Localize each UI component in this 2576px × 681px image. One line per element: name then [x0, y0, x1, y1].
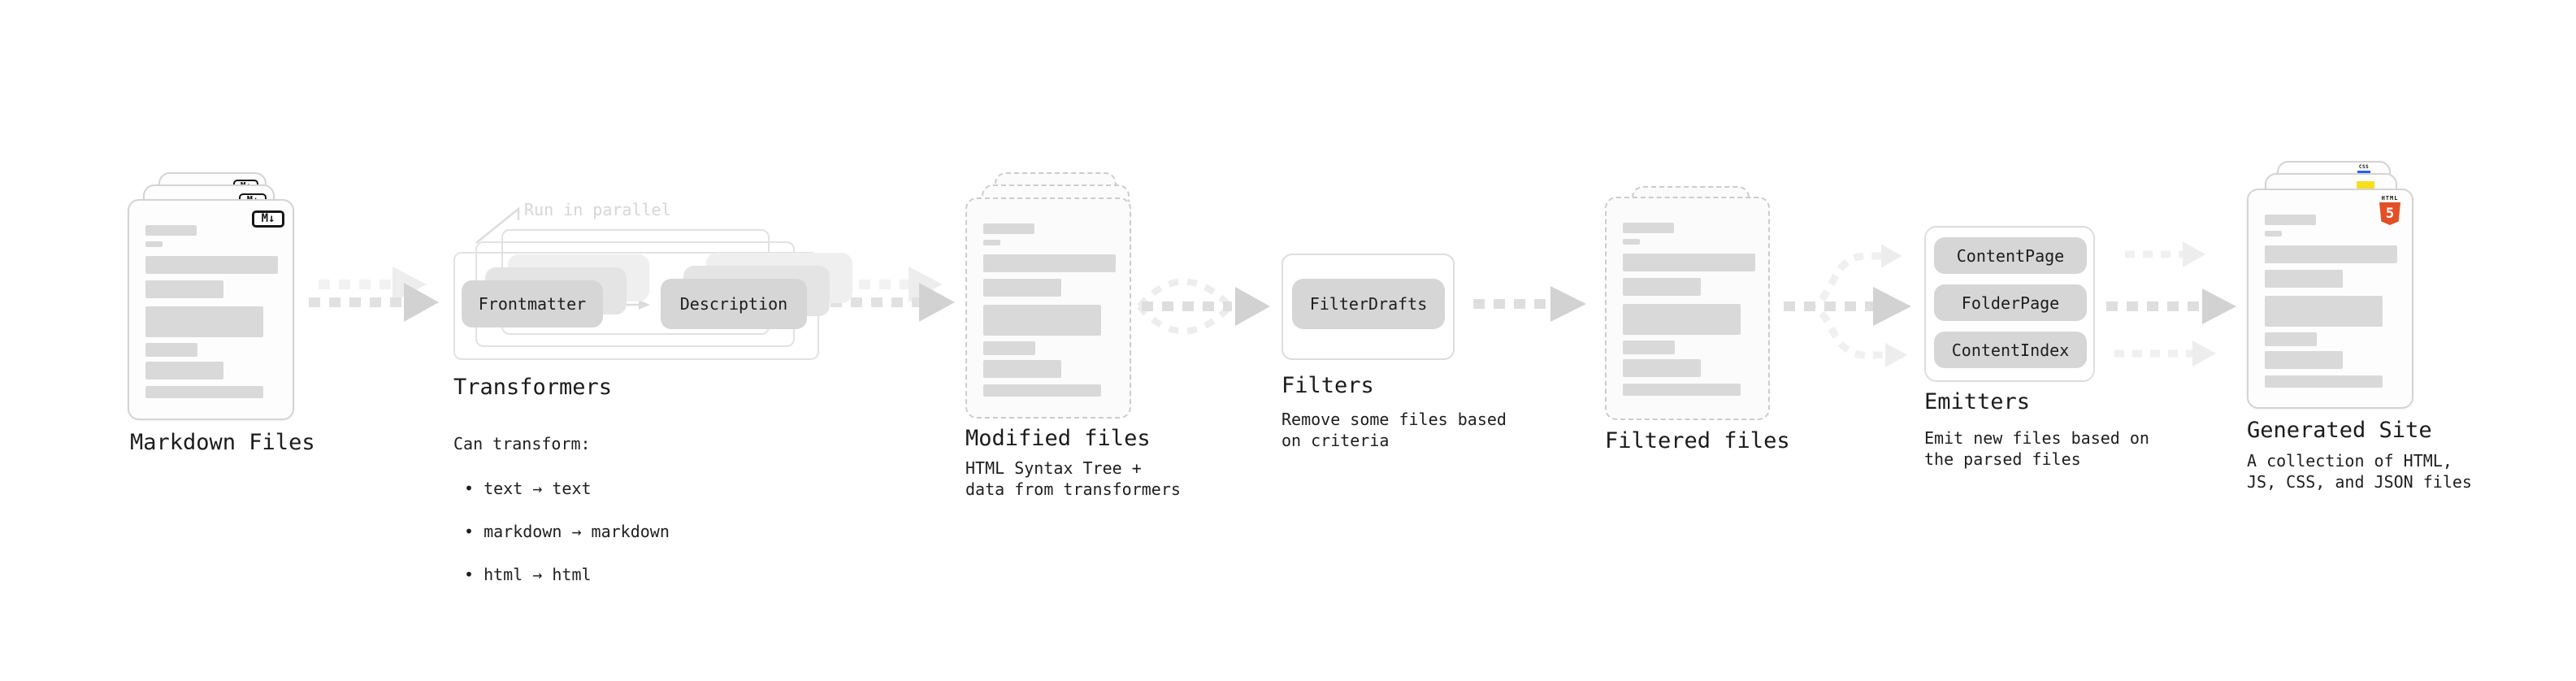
folderpage-chip: FolderPage: [1934, 284, 2087, 321]
text-line-bar: [145, 225, 197, 236]
text-line-bar: [145, 241, 163, 247]
arrow-filters-to-filtered: [1473, 286, 1586, 322]
markdown-files-label: Markdown Files: [130, 430, 315, 455]
text-line-bar: [1623, 254, 1755, 271]
text-line-bar: [1623, 340, 1675, 354]
text-line-bar: [983, 240, 1000, 245]
css-icon: CSS: [2357, 165, 2371, 173]
modified-files-caption: HTML Syntax Tree + data from transformer…: [965, 458, 1181, 499]
transformers-label: Transformers: [453, 375, 613, 400]
document-text-lines: [1607, 198, 1768, 419]
css-icon-label: CSS: [2358, 164, 2370, 170]
text-line-bar: [1623, 223, 1674, 233]
text-line-bar: [145, 256, 278, 274]
document-text-lines: [2249, 190, 2412, 407]
text-line-bar: [145, 362, 223, 380]
text-line-bar: [983, 305, 1101, 336]
text-line-bar: [145, 343, 197, 357]
text-line-bar: [983, 384, 1101, 397]
text-line-bar: [145, 280, 223, 298]
text-line-bar: [1623, 239, 1640, 245]
html5-icon: HTML 5: [2379, 195, 2400, 225]
html5-icon-shield: 5: [2379, 202, 2400, 225]
generated-site-caption: A collection of HTML, JS, CSS, and JSON …: [2247, 451, 2472, 492]
run-in-parallel-annotation: Run in parallel: [524, 200, 671, 219]
text-line-bar: [983, 254, 1116, 272]
text-line-bar: [983, 223, 1034, 234]
document-text-lines: [129, 201, 293, 419]
text-line-bar: [983, 279, 1061, 297]
filtered-file-card: [1605, 197, 1770, 420]
arrow-modified-to-filters: [1136, 278, 1270, 335]
text-line-bar: [1623, 304, 1741, 335]
emitters-caption: Emit new files based on the parsed files: [1924, 428, 2149, 469]
emitters-label: Emitters: [1924, 389, 2031, 414]
text-line-bar: [2265, 245, 2397, 263]
transform-type: markdown → markdown: [464, 521, 670, 543]
transform-type: html → html: [464, 564, 670, 586]
transform-types-list: text → text markdown → markdown html → h…: [453, 457, 670, 607]
text-line-bar: [983, 341, 1035, 355]
frontmatter-chip: Frontmatter: [462, 280, 603, 327]
text-line-bar: [145, 386, 263, 398]
text-line-bar: [2265, 332, 2317, 346]
transformers-caption-title: Can transform:: [453, 434, 591, 453]
html5-icon-number: 5: [2385, 206, 2395, 222]
text-line-bar: [145, 306, 263, 337]
arrow-markdown-to-transformers: [309, 267, 439, 322]
filterdrafts-chip: FilterDrafts: [1292, 279, 1445, 329]
contentpage-chip: ContentPage: [1934, 237, 2087, 274]
contentindex-chip: ContentIndex: [1934, 332, 2087, 368]
text-line-bar: [1623, 359, 1701, 377]
css-icon-underline: [2357, 171, 2370, 173]
description-chip: Description: [661, 279, 807, 329]
text-line-bar: [1623, 278, 1701, 296]
modified-files-label: Modified files: [965, 426, 1151, 451]
site-file-card: HTML 5: [2247, 189, 2413, 409]
markdown-icon: M↓: [252, 210, 284, 228]
text-line-bar: [983, 360, 1061, 378]
text-line-bar: [2265, 215, 2316, 225]
text-line-bar: [1623, 384, 1741, 396]
arrow-filtered-to-emitters: [1784, 244, 1911, 367]
document-text-lines: [967, 199, 1130, 417]
transformers-caption: Can transform: text → text markdown → ma…: [453, 412, 670, 628]
text-line-bar: [2265, 231, 2282, 236]
markdown-file-card: M↓: [128, 199, 294, 420]
html5-icon-label: HTML: [2381, 195, 2399, 202]
arrow-emitters-to-site: [2106, 241, 2236, 367]
text-line-bar: [2265, 375, 2383, 388]
modified-file-card: [965, 197, 1131, 419]
text-line-bar: [2265, 296, 2383, 327]
text-line-bar: [2265, 270, 2343, 288]
filters-caption: Remove some files based on criteria: [1281, 410, 1507, 450]
transform-type: text → text: [464, 478, 670, 500]
filters-label: Filters: [1281, 373, 1374, 398]
generated-site-label: Generated Site: [2247, 418, 2432, 443]
filtered-files-label: Filtered files: [1605, 428, 1790, 453]
text-line-bar: [2265, 351, 2343, 369]
